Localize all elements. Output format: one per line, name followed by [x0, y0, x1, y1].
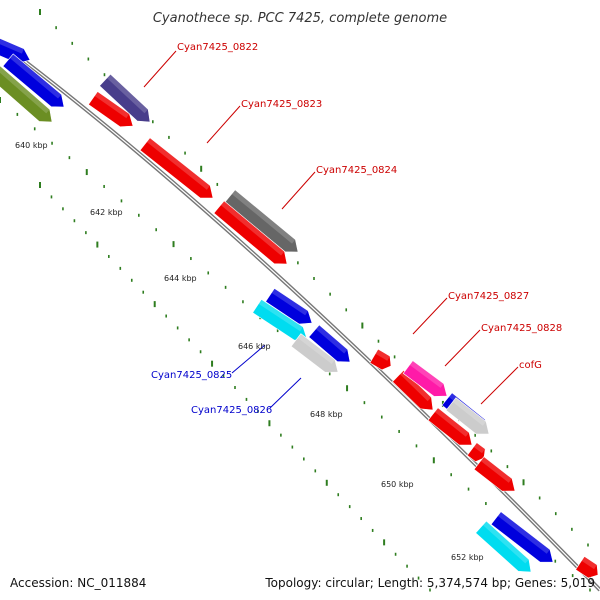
gene-arrow-highlight	[315, 324, 348, 354]
gene-arrow-highlight	[297, 333, 335, 364]
gene-label-cyan7425-0827[interactable]: Cyan7425_0827	[448, 291, 529, 302]
gene-arrow-body[interactable]	[265, 287, 317, 329]
genes-layer	[0, 34, 600, 581]
gene-arrow-highlight	[497, 511, 550, 554]
kbp-label-640: 640 kbp	[15, 141, 48, 150]
kbp-label-650: 650 kbp	[381, 480, 414, 489]
gene-arrow[interactable]	[392, 369, 438, 415]
gene-arrow-body[interactable]	[290, 333, 343, 379]
gene-label-cyan7425-0825[interactable]: Cyan7425_0825	[151, 370, 232, 381]
gene-arrow-body[interactable]	[213, 200, 292, 270]
gene-arrow[interactable]	[224, 189, 303, 258]
gene-arrow[interactable]	[308, 324, 355, 368]
gene-arrow-body[interactable]	[99, 73, 156, 128]
gene-label-cyan7425-0822[interactable]: Cyan7425_0822	[177, 42, 258, 53]
kbp-label-644: 644 kbp	[164, 274, 197, 283]
gene-callout-line	[444, 329, 481, 367]
gene-label-cyan7425-0823[interactable]: Cyan7425_0823	[241, 99, 322, 110]
gene-arrow[interactable]	[99, 73, 156, 128]
gene-label-cyan7425-0824[interactable]: Cyan7425_0824	[316, 165, 397, 176]
gene-callout-line	[206, 105, 241, 144]
gene-arrow[interactable]	[139, 137, 218, 205]
gene-callout-line	[231, 344, 266, 374]
gene-arrow-body[interactable]	[575, 555, 600, 581]
gene-arrow-body[interactable]	[392, 369, 438, 415]
gene-arrow[interactable]	[427, 407, 477, 452]
gene-arrow[interactable]	[475, 520, 537, 578]
gene-arrow-highlight	[220, 200, 285, 256]
gene-callout-line	[480, 366, 519, 405]
gene-arrow[interactable]	[265, 287, 317, 329]
gene-arrow-highlight	[452, 397, 487, 426]
gene-arrow-body[interactable]	[224, 189, 303, 258]
gene-arrow-body[interactable]	[466, 442, 489, 465]
gene-callout-line	[269, 377, 302, 409]
gene-arrow-highlight	[106, 74, 149, 114]
gene-callout-line	[143, 50, 177, 88]
gene-arrow-highlight	[434, 407, 470, 437]
gene-arrow[interactable]	[213, 200, 292, 270]
gene-arrow-highlight	[399, 370, 432, 402]
gene-arrow-body[interactable]	[0, 65, 57, 128]
topology-text: Topology: circular; Length: 5,374,574 bp…	[264, 576, 595, 590]
gene-arrow-highlight	[0, 34, 24, 54]
gene-arrow[interactable]	[490, 511, 558, 569]
gene-arrow[interactable]	[445, 397, 494, 441]
gene-arrow-highlight	[146, 137, 211, 190]
gene-arrow[interactable]	[87, 91, 137, 132]
gene-label-cyan7425-0826[interactable]: Cyan7425_0826	[191, 405, 272, 416]
gene-arrow[interactable]	[290, 333, 343, 379]
gene-arrow-body[interactable]	[475, 520, 537, 578]
gene-arrow-body[interactable]	[445, 397, 494, 441]
gene-arrow[interactable]	[0, 34, 33, 68]
gene-callout-line	[412, 297, 448, 335]
gene-arrow[interactable]	[0, 65, 57, 128]
gene-arrow[interactable]	[2, 53, 69, 113]
kbp-label-652: 652 kbp	[451, 553, 484, 562]
kbp-label-642: 642 kbp	[90, 208, 123, 217]
gene-arrow-highlight	[9, 53, 62, 99]
map-title: Cyanothece sp. PCC 7425, complete genome	[153, 11, 447, 26]
gene-arrow-highlight	[473, 442, 486, 454]
gene-arrow-highlight	[581, 556, 598, 570]
gene-arrow[interactable]	[369, 348, 395, 373]
gene-arrow-body[interactable]	[0, 34, 33, 68]
gene-callout-line	[281, 171, 316, 210]
gene-arrow-body[interactable]	[2, 53, 69, 113]
gene-arrow-body[interactable]	[369, 348, 395, 373]
gene-arrow-highlight	[409, 360, 444, 388]
gene-label-cofg[interactable]: cofG	[519, 360, 542, 371]
gene-arrow-highlight	[94, 91, 130, 119]
gene-arrow-body[interactable]	[473, 456, 520, 498]
kbp-label-646: 646 kbp	[238, 342, 271, 351]
gene-arrow-body[interactable]	[427, 407, 477, 452]
gene-arrow-highlight	[482, 521, 529, 564]
gene-arrow[interactable]	[402, 360, 452, 403]
gene-arrow[interactable]	[466, 442, 489, 465]
gene-arrow-body[interactable]	[87, 91, 137, 132]
gene-label-cyan7425-0828[interactable]: Cyan7425_0828	[481, 323, 562, 334]
gene-arrow-highlight	[0, 65, 50, 114]
accession-text: Accession: NC_011884	[10, 576, 146, 590]
gene-arrow-highlight	[271, 288, 309, 316]
kbp-label-648: 648 kbp	[310, 410, 343, 419]
gene-arrow-body[interactable]	[402, 360, 452, 403]
gene-arrow-body[interactable]	[308, 324, 355, 368]
gene-arrow[interactable]	[575, 555, 600, 581]
gene-arrow-highlight	[231, 189, 296, 244]
gene-arrow-body[interactable]	[490, 511, 558, 569]
gene-arrow[interactable]	[473, 456, 520, 498]
gene-arrow-body[interactable]	[139, 137, 218, 205]
gene-callouts-layer	[143, 50, 519, 409]
gene-arrow-highlight	[480, 456, 513, 483]
gene-arrow-highlight	[258, 299, 304, 332]
gene-arrow-highlight	[375, 349, 390, 361]
